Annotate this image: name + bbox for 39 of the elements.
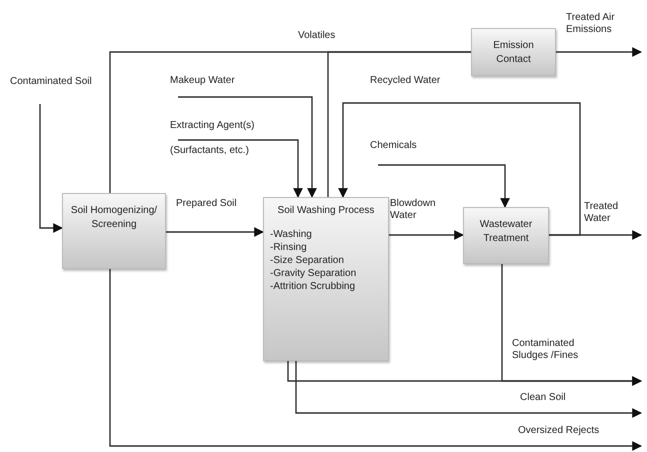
edge-label: Recycled Water — [370, 75, 442, 87]
connector-line — [327, 51, 471, 197]
process-box — [263, 197, 389, 361]
box-title: Wastewater Treatment — [478, 218, 534, 246]
edge-label: Blowdown Water — [390, 198, 437, 222]
flow-label: Extracting Agent(s) — [170, 119, 256, 133]
arrow — [39, 104, 63, 233]
box-title: Soil Washing Process — [276, 204, 376, 218]
edge-label: Contaminated Sludges /Fines — [512, 338, 580, 362]
arrow — [295, 361, 642, 418]
edge-label: Prepared Soil — [176, 198, 238, 210]
edge-label: Clean Soil — [520, 392, 567, 404]
flow-label: Chemicals — [370, 139, 418, 153]
arrow — [556, 47, 642, 57]
process-box — [463, 207, 549, 264]
arrow — [389, 230, 464, 240]
arrow — [178, 96, 317, 198]
arrow — [109, 269, 642, 451]
step-item: -Washing — [270, 228, 313, 241]
step-item: -Gravity Separation — [270, 267, 356, 280]
arrow — [378, 164, 510, 208]
step-item: -Attrition Scrubbing — [270, 280, 356, 293]
edge-label: Volatiles — [298, 30, 336, 42]
edge-label: Oversized Rejects — [518, 425, 600, 437]
arrow — [338, 102, 581, 236]
process-box — [62, 193, 166, 269]
step-item: -Size Separation — [270, 254, 345, 267]
flow-label: Makeup Water — [170, 74, 236, 88]
edge-label: Treated Air Emissions — [566, 12, 616, 36]
box-title: Soil Homogenizing/ Screening — [70, 204, 158, 232]
edge-label: Treated Water — [584, 201, 620, 225]
step-item: -Rinsing — [270, 241, 308, 254]
arrow — [178, 139, 303, 198]
flow-label: (Surfactants, etc.) — [170, 144, 250, 158]
flow-label: Contaminated Soil — [10, 75, 93, 89]
box-title: Emission Contact — [492, 39, 535, 67]
arrow — [166, 227, 264, 237]
arrow — [287, 361, 642, 386]
process-box — [471, 28, 556, 76]
